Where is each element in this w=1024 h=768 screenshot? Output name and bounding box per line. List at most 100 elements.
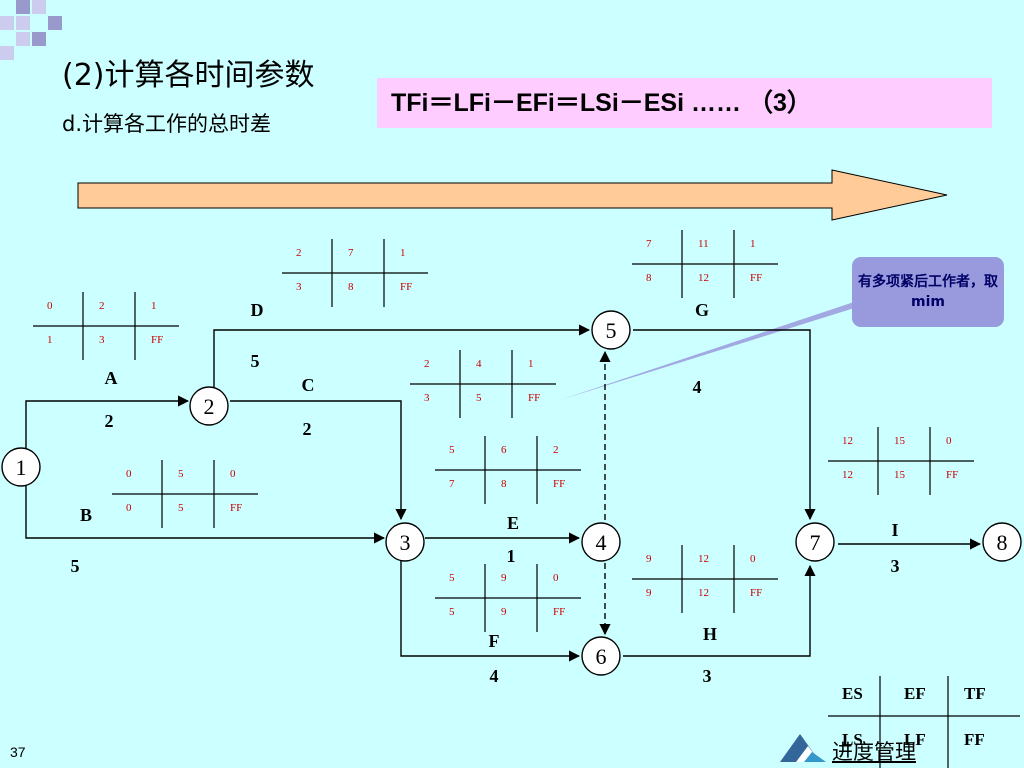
time-cell: 15 (894, 435, 906, 447)
time-cell: 7 (348, 247, 354, 259)
legend-cell: LF (904, 730, 926, 749)
time-cell: 5 (178, 502, 184, 514)
legend-cell: TF (964, 684, 986, 703)
time-cell: 9 (501, 606, 507, 618)
node-5: 5 (591, 310, 631, 350)
activity-name-F: F (489, 631, 500, 651)
node-8: 8 (982, 522, 1022, 562)
edge-A (25, 395, 190, 450)
node-label: 5 (606, 318, 617, 343)
time-cell: 5 (476, 392, 482, 404)
time-cell: 3 (296, 281, 302, 293)
page-title: (2)计算各时间参数 (62, 58, 315, 93)
time-cell: 12 (698, 587, 709, 599)
time-cell: 2 (553, 444, 559, 456)
activity-duration-G: 4 (693, 377, 702, 397)
time-cell: 1 (528, 358, 534, 370)
formula-box: TFi＝LFi－EFi＝LSi－ESi …… （3） (377, 78, 992, 128)
time-cell: 1 (400, 247, 406, 259)
time-cell: 3 (424, 392, 430, 404)
node-1: 1 (1, 447, 41, 487)
time-cell: 8 (348, 281, 354, 293)
time-cell: 7 (646, 238, 652, 250)
time-cell: FF (553, 478, 565, 490)
time-cell: FF (151, 334, 163, 346)
activity-name-E: E (507, 513, 519, 533)
activity-name-G: G (695, 300, 709, 320)
time-cell: 0 (126, 468, 132, 480)
time-cell: 15 (894, 469, 906, 481)
activity-name-B: B (80, 505, 92, 525)
legend-cell: LS (842, 730, 863, 749)
page-number: 37 (10, 744, 26, 760)
time-cell: 1 (750, 238, 756, 250)
time-cell: FF (946, 469, 958, 481)
time-cell: 8 (646, 272, 652, 284)
edge-D (213, 324, 591, 395)
callout-pointer (560, 300, 880, 400)
time-cell: 11 (698, 238, 709, 250)
activity-duration-C: 2 (303, 419, 312, 439)
legend-cell: FF (964, 730, 985, 749)
edge-B (25, 483, 386, 544)
activity-duration-B: 5 (71, 556, 80, 576)
activity-name-H: H (703, 624, 717, 644)
time-cell: 1 (47, 334, 53, 346)
time-cell: 12 (842, 469, 853, 481)
time-cell: 2 (424, 358, 430, 370)
time-cell: 1 (151, 300, 157, 312)
activity-duration-E: 1 (507, 546, 516, 566)
edge-C (230, 400, 407, 521)
node-3: 3 (385, 522, 425, 562)
activity-duration-A: 2 (105, 411, 114, 431)
edge-F (400, 558, 581, 662)
activity-name-D: D (251, 300, 264, 320)
node-label: 1 (16, 455, 27, 480)
time-cell: 12 (698, 553, 709, 565)
footer-link[interactable]: 进度管理 (832, 740, 916, 764)
time-cell: FF (750, 587, 762, 599)
time-cell: FF (553, 606, 565, 618)
time-cell: 0 (946, 435, 952, 447)
time-cell: 6 (501, 444, 507, 456)
node-label: 2 (204, 394, 215, 419)
activity-duration-F: 4 (490, 666, 499, 686)
time-cell: 2 (99, 300, 105, 312)
edge-H (623, 564, 816, 657)
time-cell: 3 (99, 334, 105, 346)
time-cell: 12 (842, 435, 853, 447)
callout-note: 有多项紧后工作者，取mim (852, 257, 1004, 327)
node-2: 2 (189, 386, 229, 426)
legend-cell: EF (904, 684, 926, 703)
time-cell: 4 (476, 358, 482, 370)
time-cell: 0 (126, 502, 132, 514)
node-label: 4 (596, 530, 607, 555)
time-cell: 9 (646, 587, 652, 599)
node-label: 7 (810, 530, 821, 555)
edge-G (633, 329, 816, 521)
node-label: 3 (400, 530, 411, 555)
time-cell: 5 (178, 468, 184, 480)
node-4: 4 (581, 522, 621, 562)
node-label: 6 (596, 644, 607, 669)
time-cell: 0 (750, 553, 756, 565)
time-cell: FF (230, 502, 242, 514)
time-cell: 0 (553, 572, 559, 584)
time-cell: FF (400, 281, 412, 293)
time-cell: 5 (449, 606, 455, 618)
time-cell: 5 (449, 572, 455, 584)
activity-name-A: A (105, 368, 118, 388)
time-cell: 9 (646, 553, 652, 565)
time-cell: 0 (230, 468, 236, 480)
page-subtitle: d.计算各工作的总时差 (62, 112, 272, 136)
